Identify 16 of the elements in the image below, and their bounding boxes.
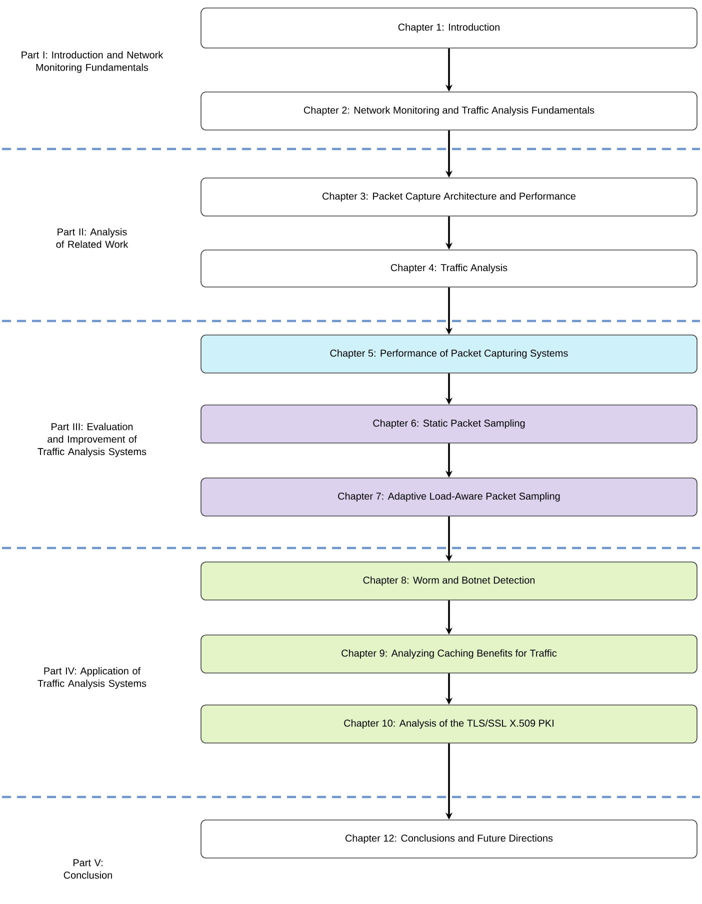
chapter-box: Chapter 6: Static Packet Sampling <box>200 404 698 444</box>
chapter-box: Chapter 12: Conclusions and Future Directions <box>200 820 698 858</box>
chapter-box: Chapter 2: Network Monitoring and Traffic Analysis Fundamentals <box>200 92 698 130</box>
part-label: Part I: Introduction and Network Monitoring Fundamentals <box>22 51 164 73</box>
chapter-box: Chapter 4: Traffic Analysis <box>200 250 698 288</box>
chapter-box: Chapter 7: Adaptive Load-Aware Packet Sampling <box>200 478 698 516</box>
part-label: Part IV: Application of Traffic Analysis Systems <box>38 667 146 689</box>
chapter-box: Chapter 3: Packet Capture Architecture and Performance <box>200 178 698 216</box>
chapter-box: Chapter 9: Analyzing Caching Benefits for Traffic <box>200 634 698 674</box>
part-label: Part II: Analysis of Related Work <box>56 228 128 248</box>
chapter-box: Chapter 5: Performance of Packet Capturing Systems <box>200 334 698 374</box>
part-label: Part V: Conclusion <box>64 859 112 879</box>
chapter-box: Chapter 1: Introduction <box>200 8 698 48</box>
chapter-box: Chapter 10: Analysis of the TLS/SSL X.509 PKI <box>200 704 698 744</box>
part-label: Part III: Evaluation and Improvement of Traffic Analysis Systems <box>38 422 146 458</box>
chapter-box: Chapter 8: Worm and Botnet Detection <box>200 562 698 600</box>
